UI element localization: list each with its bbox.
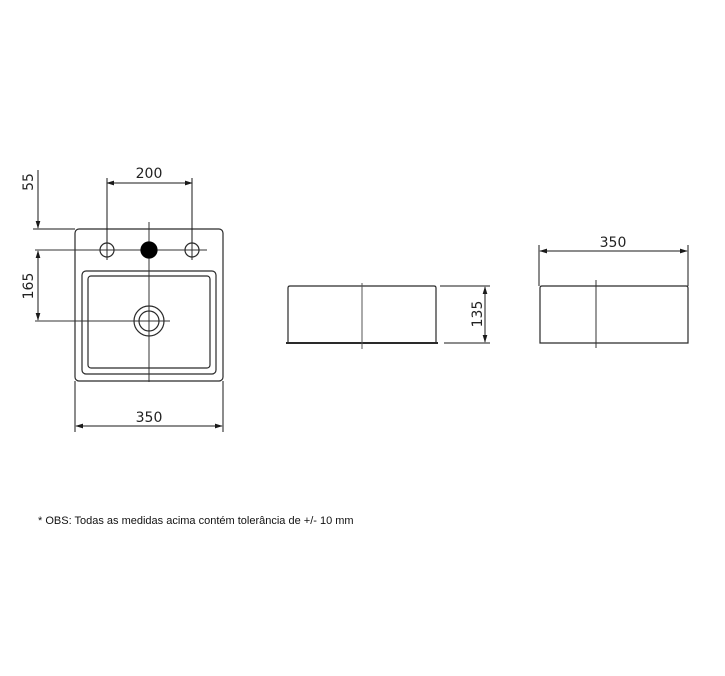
dim-height-label: 135 xyxy=(470,301,486,328)
side-view-dimensions xyxy=(538,245,689,286)
front-view xyxy=(286,283,438,349)
drain-icon xyxy=(133,305,165,337)
side-view-outline xyxy=(539,285,689,344)
tolerance-note: * OBS: Todas as medidas acima contém tol… xyxy=(38,515,354,527)
dim-hole-spacing-label: 200 xyxy=(136,166,163,182)
dim-holes-to-drain-label: 165 xyxy=(21,273,37,300)
side-view xyxy=(539,280,689,348)
dim-top-width-label: 350 xyxy=(136,410,163,426)
faucet-hole-icon xyxy=(140,241,158,259)
top-view xyxy=(35,222,224,382)
front-view-dimensions xyxy=(440,285,490,344)
top-view-dimensions xyxy=(33,170,224,432)
dim-edge-to-holes-label: 55 xyxy=(21,173,37,191)
dim-side-width-label: 350 xyxy=(600,235,627,251)
